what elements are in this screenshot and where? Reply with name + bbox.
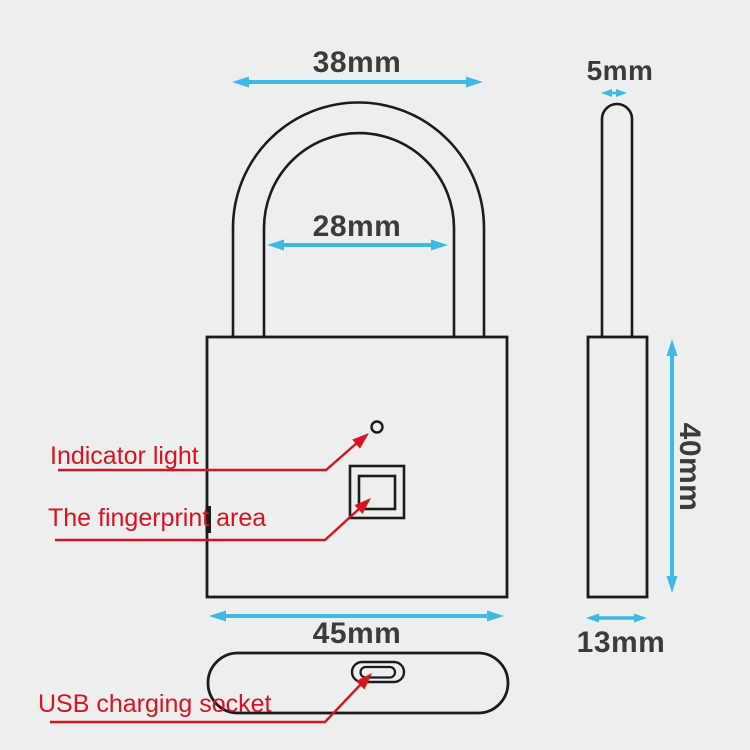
indicator-light-dot — [370, 420, 384, 434]
fingerprint-area-inner — [357, 474, 397, 511]
front-view — [205, 101, 509, 599]
arrow-45mm — [209, 610, 504, 622]
dim-shackle-outer-width: 38mm — [312, 46, 402, 79]
fingerprint-area-outer — [348, 464, 406, 520]
shackle-outer-outline — [231, 101, 486, 338]
bottom-view — [206, 651, 510, 715]
usb-port-inner — [359, 665, 397, 679]
side-body-outline — [586, 335, 649, 599]
fingerprint-area-label: The fingerprint area — [48, 504, 267, 532]
shackle-inner-outline — [262, 131, 456, 338]
side-slot-mark — [205, 506, 211, 533]
arrow-13mm — [586, 613, 647, 623]
side-shackle-outline — [600, 102, 634, 338]
fingerprint-area-leader — [55, 498, 371, 542]
usb-socket-label: USB charging socket — [38, 690, 272, 718]
dim-shackle-thickness: 5mm — [586, 55, 654, 86]
indicator-light-leader — [58, 433, 369, 472]
arrow-38mm — [232, 76, 483, 88]
dim-body-width: 45mm — [312, 617, 402, 650]
dimension-arrows — [209, 76, 678, 623]
arrow-28mm — [267, 239, 448, 251]
bottom-outline — [206, 651, 510, 715]
indicator-light-label: Indicator light — [50, 442, 199, 470]
dim-body-height: 40mm — [673, 422, 706, 512]
dim-shackle-inner-width: 28mm — [312, 210, 402, 243]
usb-socket-leader — [50, 673, 372, 724]
arrow-5mm — [601, 89, 627, 97]
usb-port-outer — [350, 660, 406, 684]
dim-body-depth: 13mm — [576, 626, 666, 659]
arrow-40mm — [666, 339, 678, 593]
side-view — [586, 102, 649, 599]
annotation-leaders — [50, 433, 372, 724]
